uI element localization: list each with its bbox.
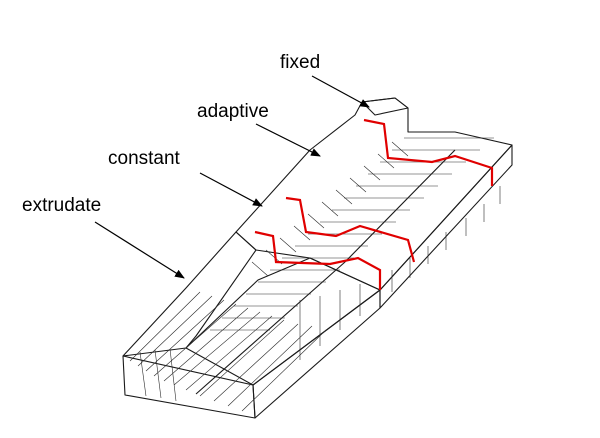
label-adaptive: adaptive: [197, 101, 269, 122]
label-fixed: fixed: [280, 52, 320, 73]
arrow-constant: [199, 172, 263, 207]
extrudate-block: [122, 231, 381, 419]
extrudate-left-deck: [122, 231, 257, 357]
marker-extrudate: [254, 230, 382, 290]
die-block: [235, 97, 513, 309]
center-groove: [195, 261, 346, 395]
arrow-extrudate: [94, 221, 185, 279]
arrow-adaptive: [255, 123, 321, 157]
die-end-wall: [361, 97, 409, 116]
label-extrudate: extrudate: [22, 195, 101, 216]
arrow-fixed: [311, 75, 370, 108]
extrudate-front-face: [252, 289, 381, 419]
die-groove: [344, 149, 456, 263]
section-markers: [254, 118, 494, 290]
extrudate-left-face: [122, 355, 256, 419]
marker-constant: [285, 196, 416, 263]
mesh-grid: [129, 137, 501, 412]
mesh-grid-lines: [129, 137, 501, 412]
label-constant: constant: [108, 148, 181, 169]
marker-fixed: [363, 118, 494, 186]
